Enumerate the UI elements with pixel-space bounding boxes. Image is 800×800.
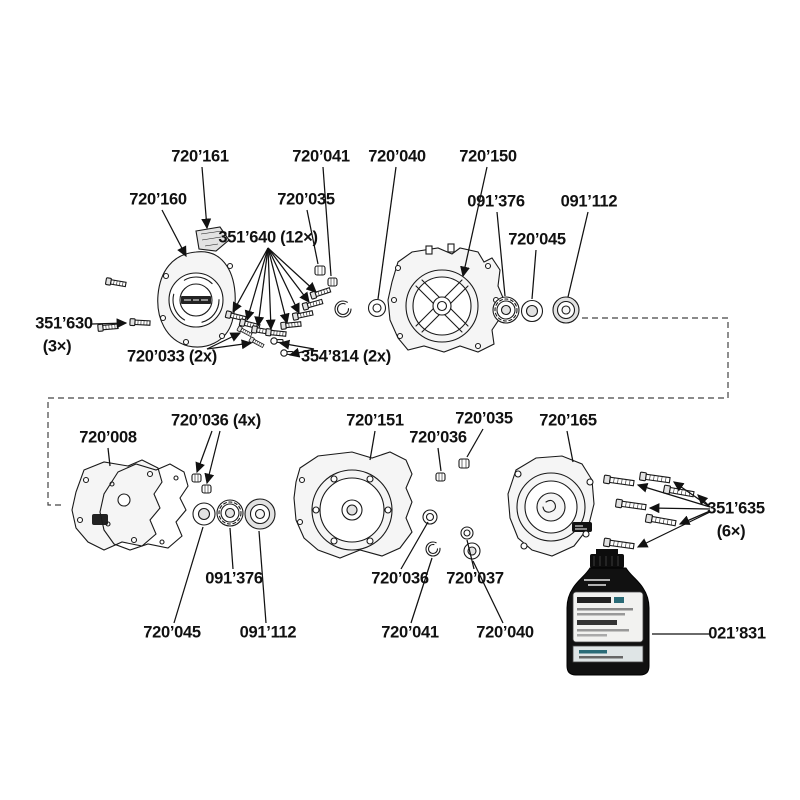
- part-label-354814: 354’814 (2x): [301, 347, 391, 366]
- part-label-720150: 720’150: [459, 147, 517, 166]
- part-label-720041-bottom: 720’041: [381, 623, 439, 642]
- part-label-351630: 351’630: [35, 314, 93, 333]
- seal-720045-bottom: [192, 502, 216, 526]
- part-label-720045-top: 720’045: [508, 230, 566, 249]
- bearing-091376-top: [492, 296, 520, 324]
- bushing-720035-bottom: [458, 458, 470, 469]
- part-label-720037: 720’037: [446, 569, 504, 588]
- dashed-connector: [47, 317, 729, 506]
- part-label-351635-qty: (6×): [716, 522, 746, 541]
- seal-091112-bottom: [244, 498, 276, 530]
- cover-720008: [71, 459, 163, 551]
- part-label-720040-top: 720’040: [368, 147, 426, 166]
- washer-720040-top: [367, 298, 387, 318]
- part-label-351630-qty: (3×): [42, 337, 72, 356]
- part-label-720160: 720’160: [129, 190, 187, 209]
- part-label-720008: 720’008: [79, 428, 137, 447]
- part-label-091376-bottom: 091’376: [205, 569, 263, 588]
- bearing-091376-bottom: [216, 499, 244, 527]
- crankcase-720150: [387, 243, 505, 353]
- part-label-351635: 351’635: [707, 499, 765, 518]
- part-label-720040-bottom: 720’040: [476, 623, 534, 642]
- ring-720037: [460, 526, 474, 540]
- part-label-720035-bottom: 720’035: [455, 409, 513, 428]
- clutch-cover-720165: [507, 455, 595, 557]
- part-label-720036-bottom: 720’036: [371, 569, 429, 588]
- part-label-091112-top: 091’112: [560, 192, 618, 211]
- part-label-720165: 720’165: [539, 411, 597, 430]
- seal-091112-top: [552, 296, 580, 324]
- part-label-720033: 720’033 (2x): [127, 347, 217, 366]
- part-label-720035-top: 720’035: [277, 190, 335, 209]
- part-label-091376-top: 091’376: [467, 192, 525, 211]
- crankcase-720151: [293, 451, 413, 559]
- bushing-720035-top: [314, 265, 326, 276]
- ignition-cover-720160: [157, 251, 236, 348]
- bushing-720041-top: [327, 277, 338, 287]
- bracket-720161: [195, 226, 230, 252]
- part-label-720041-top: 720’041: [292, 147, 350, 166]
- part-label-021831: 021’831: [708, 624, 766, 643]
- leader-lines: [91, 166, 711, 635]
- circlip-720041-bottom: [425, 541, 441, 557]
- gasket-720008: [99, 463, 189, 551]
- oil-bottle: [566, 549, 650, 676]
- washer-720036-bottom: [422, 509, 438, 525]
- bolts-351635: [602, 471, 695, 551]
- circlip-top: [334, 300, 352, 318]
- part-label-720036-mid: 720’036: [409, 428, 467, 447]
- part-label-720045-bottom: 720’045: [143, 623, 201, 642]
- bushing-720036-mid: [435, 472, 446, 482]
- part-label-720151: 720’151: [346, 411, 404, 430]
- bushings-720036-left: [191, 473, 212, 494]
- part-label-091112-bottom: 091’112: [239, 623, 297, 642]
- part-label-720161: 720’161: [171, 147, 229, 166]
- part-label-351640: 351’640 (12×): [218, 228, 318, 247]
- detents-354814: [270, 337, 294, 357]
- spacer-720040-bottom: [463, 542, 481, 560]
- part-label-720036-4x: 720’036 (4x): [171, 411, 261, 430]
- washer-720045-top: [520, 299, 544, 323]
